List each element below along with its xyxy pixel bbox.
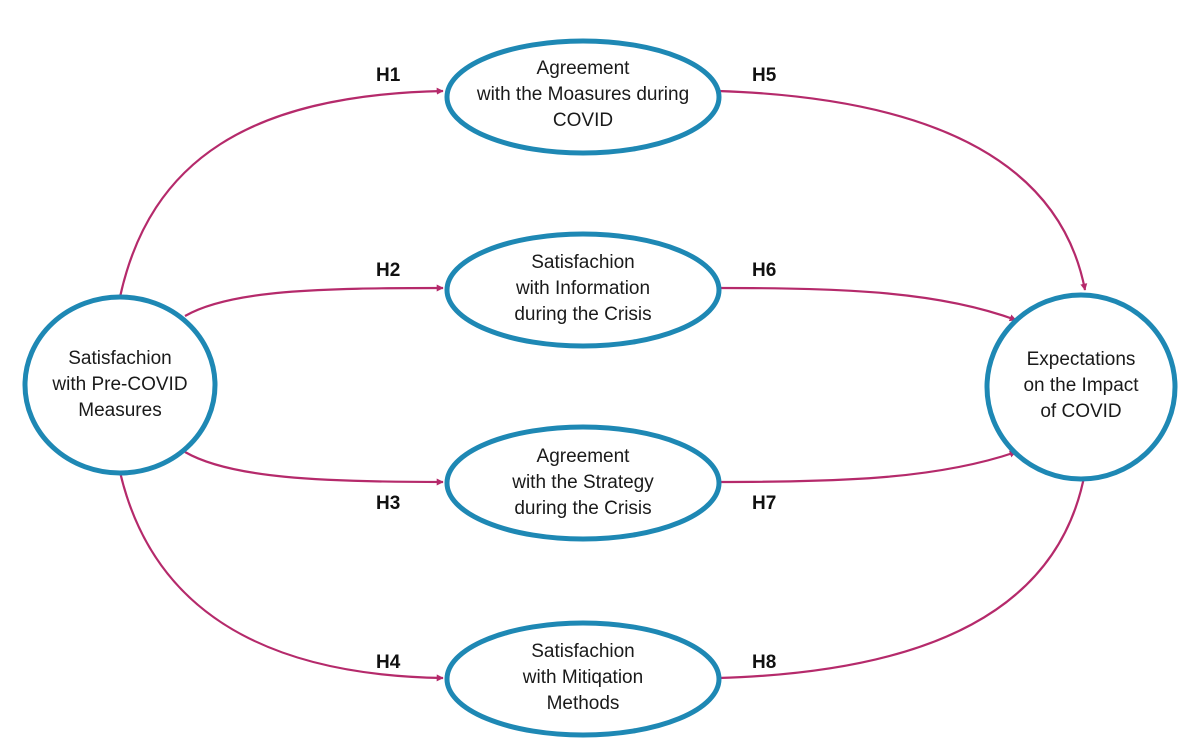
label-h1: H1 bbox=[376, 65, 401, 86]
node-target-line-2: on the Impact bbox=[1023, 375, 1139, 396]
edge-h2 bbox=[184, 284, 444, 317]
edges bbox=[118, 87, 1088, 682]
edge-h4 bbox=[118, 471, 444, 682]
edge-h8 bbox=[717, 471, 1088, 680]
node-source-line-1: Satisfachion bbox=[68, 348, 172, 369]
edge-h3 bbox=[184, 451, 444, 486]
node-target: Expectations on the Impact of COVID bbox=[984, 292, 1178, 482]
node-m4-line-1: Satisfachion bbox=[531, 641, 635, 662]
label-h3: H3 bbox=[376, 493, 400, 514]
edge-h7 bbox=[717, 450, 1017, 484]
hypothesis-labels: H1 H2 H3 H4 H5 H6 H7 H8 bbox=[376, 65, 777, 673]
node-m3-line-3: during the Crisis bbox=[514, 498, 651, 519]
node-m1-line-1: Agreement bbox=[537, 58, 631, 79]
node-target-line-1: Expectations bbox=[1027, 349, 1136, 370]
node-target-line-3: of COVID bbox=[1040, 401, 1121, 422]
edge-h6 bbox=[717, 286, 1017, 322]
label-h6: H6 bbox=[752, 260, 776, 281]
edge-h1 bbox=[118, 87, 444, 298]
node-m4-line-3: Methods bbox=[547, 693, 620, 714]
node-agreement-measures: Agreement with the Moasures during COVID bbox=[444, 38, 722, 156]
node-m1-line-2: with the Moasures during bbox=[476, 84, 689, 105]
label-h5: H5 bbox=[752, 65, 777, 86]
node-source-line-3: Measures bbox=[78, 400, 161, 421]
edge-h5 bbox=[717, 89, 1088, 291]
node-agreement-strategy: Agreement with the Strategy during the C… bbox=[444, 424, 722, 542]
label-h8: H8 bbox=[752, 652, 776, 673]
label-h2: H2 bbox=[376, 260, 400, 281]
node-satisfaction-information: Satisfachion with Information during the… bbox=[444, 231, 722, 349]
node-m1-line-3: COVID bbox=[553, 110, 613, 131]
node-m4-line-2: with Mitiqation bbox=[522, 667, 643, 688]
label-h7: H7 bbox=[752, 493, 776, 514]
node-source: Satisfachion with Pre-COVID Measures bbox=[22, 294, 218, 476]
node-m2-line-3: during the Crisis bbox=[514, 304, 651, 325]
node-satisfaction-mitigation: Satisfachion with Mitiqation Methods bbox=[444, 620, 722, 738]
node-m3-line-1: Agreement bbox=[537, 446, 631, 467]
node-m2-line-2: with Information bbox=[515, 278, 650, 299]
node-source-line-2: with Pre-COVID bbox=[51, 374, 187, 395]
label-h4: H4 bbox=[376, 652, 401, 673]
node-m3-line-2: with the Strategy bbox=[511, 472, 654, 493]
node-m2-line-1: Satisfachion bbox=[531, 252, 635, 273]
